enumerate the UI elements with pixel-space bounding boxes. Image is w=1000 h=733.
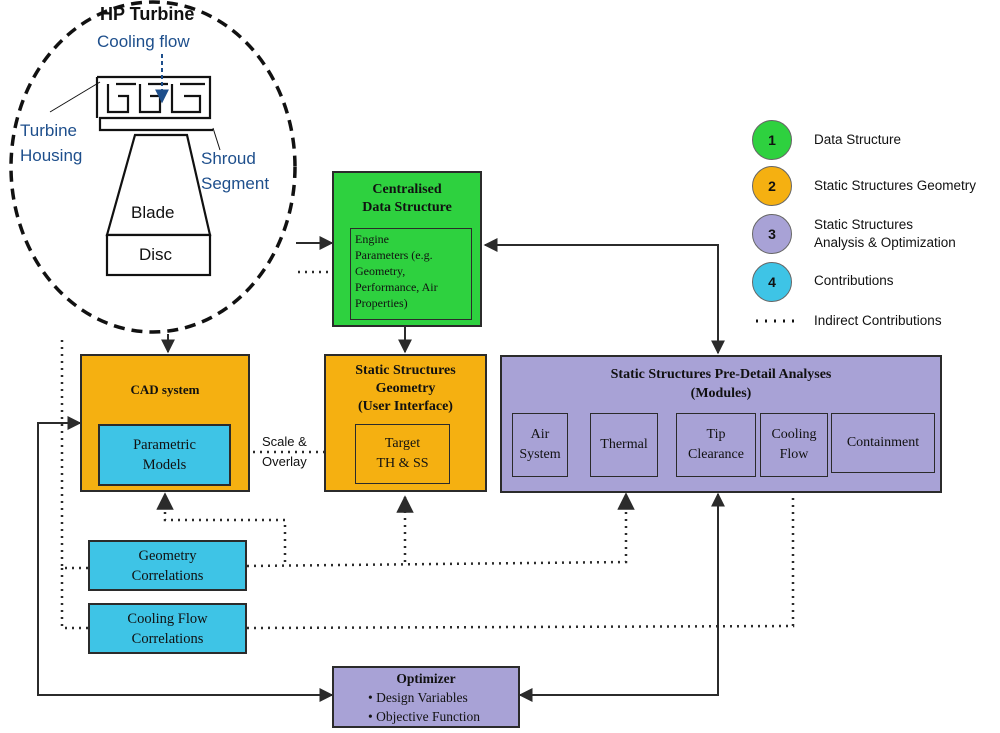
static-structures-geometry: Static Structures Geometry (User Interfa… <box>324 354 487 492</box>
module-cooling-flow: Cooling Flow <box>760 413 828 477</box>
centralised-data-structure: Centralised Data Structure Engine Parame… <box>332 171 482 327</box>
legend-circle-2: 2 <box>752 166 792 206</box>
analyses-title: Static Structures Pre-Detail Analyses (M… <box>610 367 832 401</box>
blade-label: Blade <box>131 203 175 222</box>
cooling-flow-label: Cooling flow <box>97 32 190 51</box>
shroud-segment-label: Shroud Segment <box>201 149 270 193</box>
legend-circle-3: 3 <box>752 214 792 254</box>
optimizer: Optimizer • Design Variables • Objective… <box>332 666 520 728</box>
turbine-housing-drawing <box>95 75 213 132</box>
disc-shape <box>105 233 212 277</box>
geometry-ui-title: Static Structures Geometry (User Interfa… <box>355 363 456 414</box>
pre-detail-analyses: Static Structures Pre-Detail Analyses (M… <box>500 355 942 493</box>
optimizer-title: Optimizer <box>396 671 456 686</box>
parametric-models: Parametric Models <box>98 424 231 486</box>
legend-label-3: Static Structures Analysis & Optimizatio… <box>814 217 956 250</box>
cooling-flow-correlations: Cooling Flow Correlations <box>88 603 247 654</box>
legend-label-4: Contributions <box>814 273 894 288</box>
target-th-ss: Target TH & SS <box>355 424 450 484</box>
scale-overlay-label: Scale & Overlay <box>262 434 307 469</box>
optimizer-item-objective-function: • Objective Function <box>368 709 480 724</box>
module-containment: Containment <box>831 413 935 473</box>
hp-turbine-title: HP Turbine <box>100 4 195 24</box>
turbine-housing-label: Turbine Housing <box>20 121 83 165</box>
legend-circle-1: 1 <box>752 120 792 160</box>
cad-title: CAD system <box>130 382 200 397</box>
hp-turbine-boundary <box>9 0 297 334</box>
engine-parameters-box: Engine Parameters (e.g. Geometry, Perfor… <box>350 228 472 320</box>
geometry-correlations: Geometry Correlations <box>88 540 247 591</box>
module-thermal: Thermal <box>590 413 658 477</box>
module-air-system: Air System <box>512 413 568 477</box>
legend-circle-4: 4 <box>752 262 792 302</box>
cad-system: CAD system Parametric Models <box>80 354 250 492</box>
central-title: Centralised Data Structure <box>362 182 452 215</box>
legend-label-2: Static Structures Geometry <box>814 178 977 193</box>
module-tip-clearance: Tip Clearance <box>676 413 756 477</box>
optimizer-item-design-variables: • Design Variables <box>368 690 468 705</box>
legend-label-1: Data Structure <box>814 132 902 147</box>
disc-label: Disc <box>139 245 173 264</box>
legend-label-indirect: Indirect Contributions <box>814 313 942 328</box>
